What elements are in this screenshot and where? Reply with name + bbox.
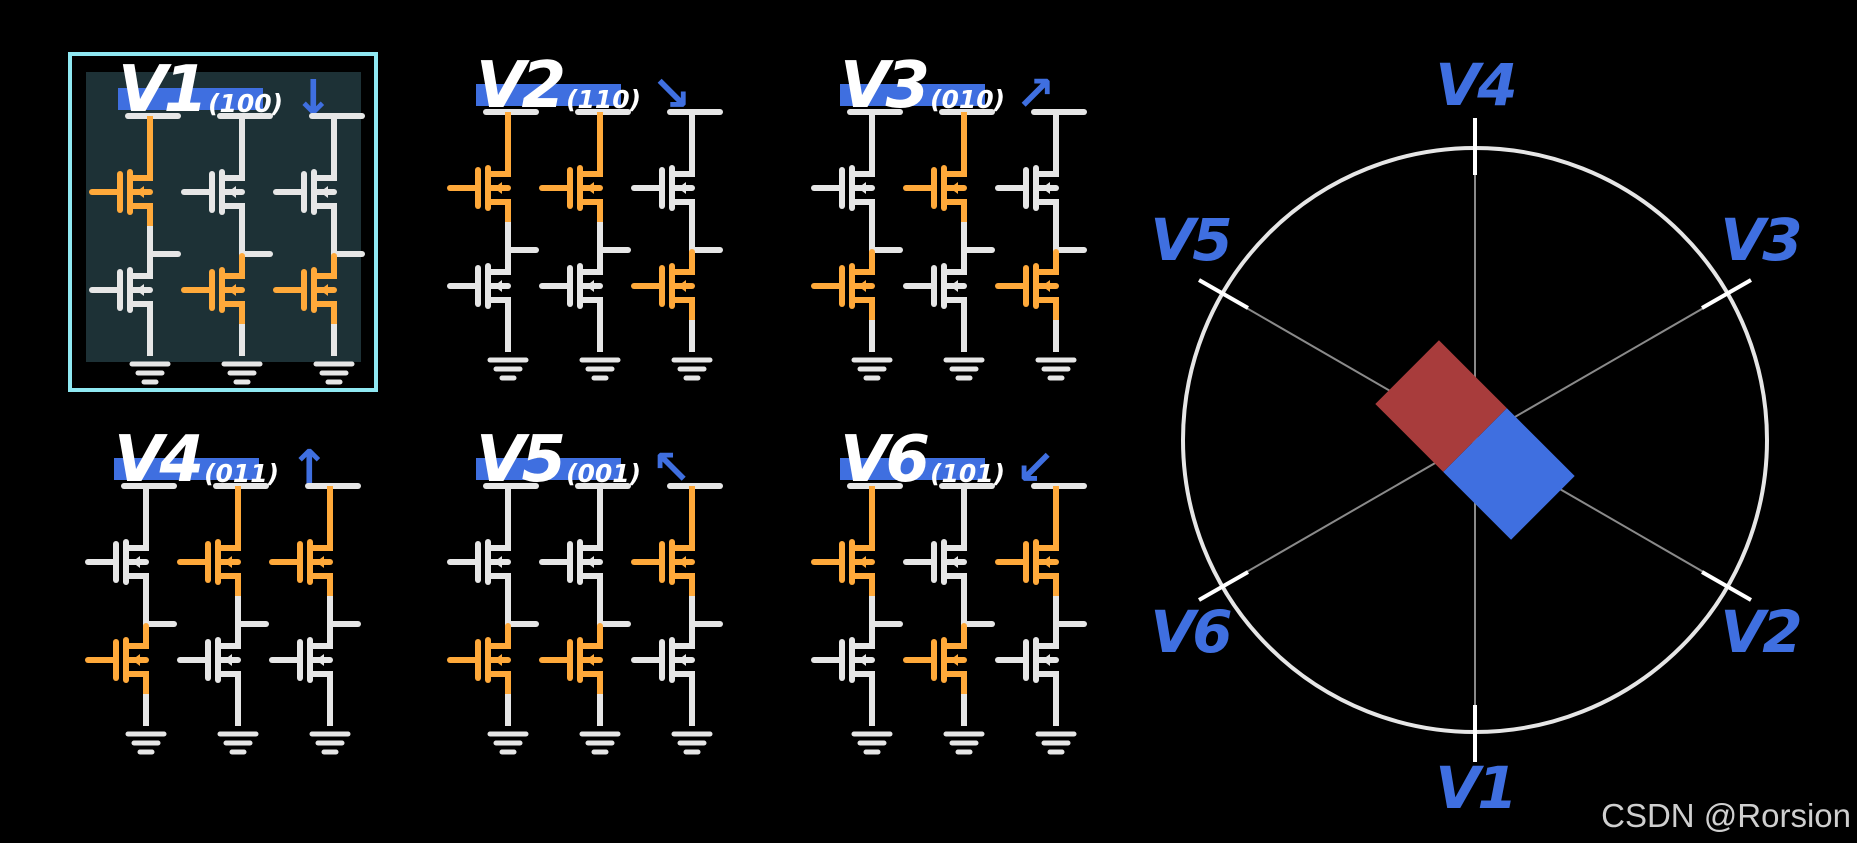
inverter-bridge bbox=[811, 109, 1087, 381]
state-name: V6 bbox=[840, 423, 930, 497]
inverter-bridge bbox=[447, 483, 723, 755]
vector-label-top: V4 bbox=[1435, 51, 1514, 119]
inverter-bridge bbox=[811, 483, 1087, 755]
state-panel-v5[interactable]: V5 (001) ↖ bbox=[430, 426, 740, 766]
half-bridge-leg bbox=[811, 109, 903, 381]
label-bar bbox=[476, 458, 621, 480]
state-panel-v1[interactable]: V1 (100) ↓ bbox=[68, 52, 378, 392]
half-bridge-leg bbox=[539, 483, 631, 755]
half-bridge-leg bbox=[903, 109, 995, 381]
tick-v2 bbox=[1701, 570, 1752, 602]
half-bridge-leg bbox=[181, 113, 273, 385]
inverter-bridge bbox=[85, 483, 361, 755]
rotor-north-half bbox=[1443, 408, 1575, 540]
state-panel-v3[interactable]: V3 (010) ↗ bbox=[794, 52, 1104, 392]
half-bridge-leg bbox=[631, 109, 723, 381]
tick-v6 bbox=[1198, 570, 1249, 602]
tick-marks bbox=[1198, 118, 1752, 762]
half-bridge-leg bbox=[539, 109, 631, 381]
vector-label-lower-left: V6 bbox=[1150, 598, 1231, 666]
half-bridge-leg bbox=[447, 483, 539, 755]
half-bridge-leg bbox=[447, 109, 539, 381]
half-bridge-leg bbox=[995, 483, 1087, 755]
state-panel-v4[interactable]: V4 (011) ↑ bbox=[68, 426, 378, 766]
label-bar bbox=[840, 84, 985, 106]
half-bridge-leg bbox=[89, 113, 181, 385]
vector-label-bottom: V1 bbox=[1435, 754, 1514, 820]
inverter-bridge bbox=[89, 113, 365, 385]
state-panel-v2[interactable]: V2 (110) ↘ bbox=[430, 52, 740, 392]
watermark: CSDN @Rorsion bbox=[1601, 797, 1851, 834]
state-panel-v6[interactable]: V6 (101) ↙ bbox=[794, 426, 1104, 766]
half-bridge-leg bbox=[269, 483, 361, 755]
half-bridge-leg bbox=[177, 483, 269, 755]
tick-v3 bbox=[1701, 278, 1752, 310]
space-vector-diagram: V4 V3 V2 V1 V6 V5 bbox=[1150, 51, 1803, 820]
state-name: V2 bbox=[476, 49, 566, 123]
half-bridge-leg bbox=[85, 483, 177, 755]
rotor-magnet bbox=[1375, 340, 1575, 540]
half-bridge-leg bbox=[995, 109, 1087, 381]
half-bridge-leg bbox=[903, 483, 995, 755]
state-name: V3 bbox=[840, 49, 930, 123]
half-bridge-leg bbox=[811, 483, 903, 755]
vector-label-upper-left: V5 bbox=[1150, 206, 1230, 274]
inverter-bridge bbox=[447, 109, 723, 381]
state-name: V4 bbox=[114, 423, 204, 497]
label-bar bbox=[476, 84, 621, 106]
selection-shade bbox=[86, 72, 361, 362]
half-bridge-leg bbox=[631, 483, 723, 755]
label-bar bbox=[840, 458, 985, 480]
label-bar bbox=[118, 88, 263, 110]
rotor-south-half bbox=[1375, 340, 1507, 472]
state-name: V5 bbox=[476, 423, 566, 497]
half-bridge-leg bbox=[273, 113, 365, 385]
state-label: V6 (101) ↙ bbox=[840, 428, 1055, 492]
tick-v5 bbox=[1198, 278, 1249, 310]
state-name: V1 bbox=[118, 53, 208, 127]
vector-label-lower-right: V2 bbox=[1720, 598, 1800, 666]
vector-label-upper-right: V3 bbox=[1720, 206, 1799, 274]
label-bar bbox=[114, 458, 259, 480]
state-label: V5 (001) ↖ bbox=[476, 428, 691, 492]
